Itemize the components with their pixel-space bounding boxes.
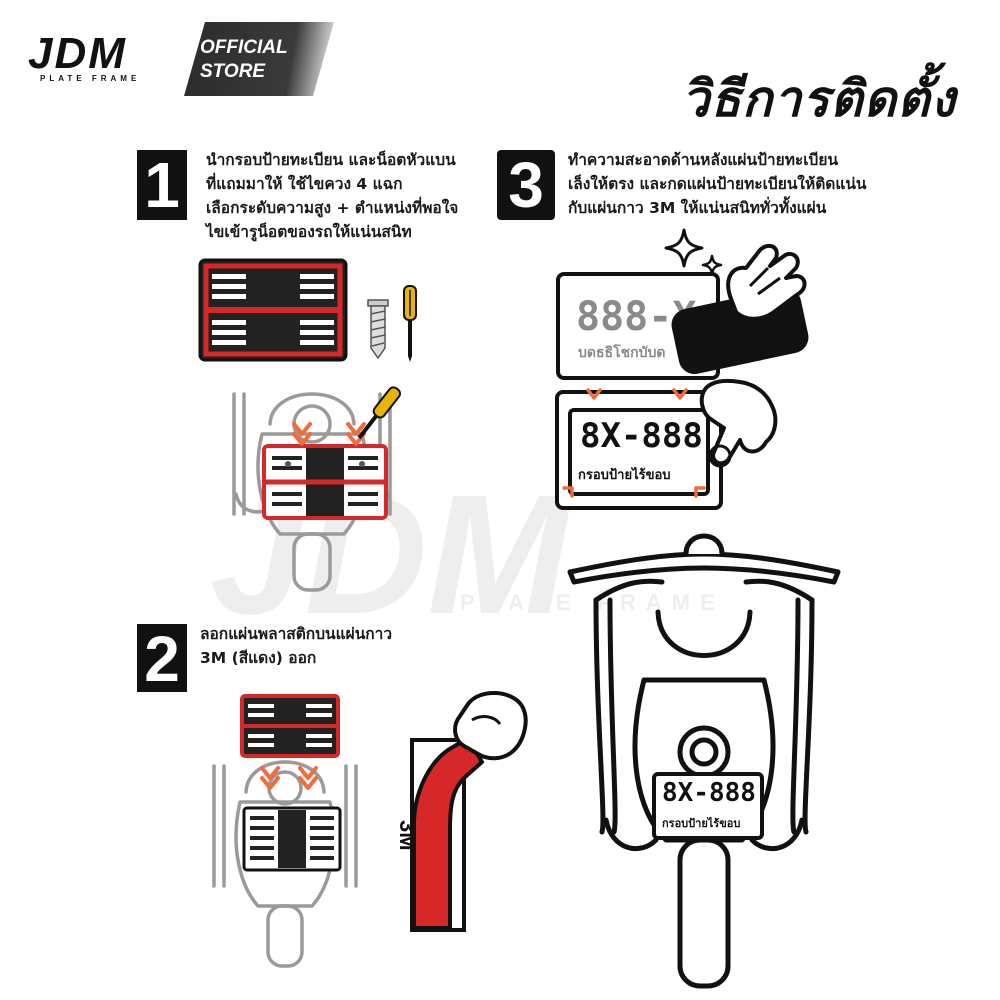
mounted-frame-step1-illustration: [262, 444, 388, 520]
step-2-instructions: ลอกแผ่นพลาสติกบนแผ่นกาว 3M (สีแดง) ออก: [200, 622, 392, 670]
page-title: วิธีการติดตั้ง: [681, 70, 956, 128]
step-1-line: ไขเข้ารูน็อตของรถให้แน่นสนิท: [206, 223, 412, 241]
step-1-line: ที่แถมมาให้ ใช้ไขควง 4 แฉก: [206, 175, 403, 193]
flat-head-screw-icon: [367, 299, 389, 360]
new-plate-illustration: 8X-888 กรอบป้ายไร้ขอบ: [568, 408, 710, 496]
tape-3m-label: 3M: [395, 820, 420, 851]
mounted-plate-illustration: 8X-888 กรอบป้ายไร้ขอบ: [652, 772, 764, 840]
step-3-line: เล็งให้ตรง และกดแผ่นป้ายทะเบียนให้ติดแน่…: [568, 175, 867, 193]
tape-peel-illustration: [410, 690, 528, 932]
step-3-instructions: ทำความสะอาดด้านหลังแผ่นป้ายทะเบียน เล็งใ…: [568, 148, 867, 220]
step-1-line: นำกรอบป้ายทะเบียน และน็อตหัวแบน: [206, 151, 456, 169]
mounted-frame-step2-illustration: [242, 806, 342, 872]
downward-arrows-icon: [260, 766, 318, 790]
plate-frame-illustration: [198, 258, 348, 362]
step-1-instructions: นำกรอบป้ายทะเบียน และน็อตหัวแบน ที่แถมมา…: [206, 148, 458, 244]
mounted-plate-subtext: กรอบป้ายไร้ขอบ: [662, 817, 741, 830]
new-plate-subtext: กรอบป้ายไร้ขอบ: [578, 468, 671, 483]
pressing-hand-icon: [699, 378, 778, 468]
screwdriver-in-use-icon: [357, 386, 402, 440]
step-1-number: 1: [137, 150, 187, 220]
screwdriver-icon: [403, 285, 417, 362]
official-store-label: OFFICIAL STORE: [200, 36, 288, 84]
red-frame-step2-illustration: [240, 694, 340, 758]
new-plate-number: 8X-888: [580, 416, 703, 456]
brand-logo: JDM: [28, 29, 127, 78]
official-store-badge: [184, 22, 334, 96]
scooter-rear-final-illustration: [567, 533, 841, 989]
step-3-line: กับแผ่นกาว 3M ให้แน่นสนิททั่วทั้งแผ่น: [568, 199, 827, 217]
store-label-line2: STORE: [200, 61, 266, 82]
step-2-number: 2: [137, 624, 187, 694]
step-3-line: ทำความสะอาดด้านหลังแผ่นป้ายทะเบียน: [568, 151, 839, 169]
step-1-line: เลือกระดับความสูง + ตำแหน่งที่พอใจ: [206, 199, 459, 217]
corner-arrows-icon: [562, 388, 706, 498]
step-2-line: ลอกแผ่นพลาสติกบนแผ่นกาว: [200, 625, 393, 643]
brand-logo-subtext: PLATE FRAME: [40, 74, 141, 83]
mounted-plate-number: 8X-888: [662, 778, 756, 808]
old-plate-subtext: บดธธิโชกบับด: [578, 345, 666, 361]
watermark-subtext: PLATE FRAME: [460, 590, 725, 615]
cleaning-hand-icon: [671, 243, 809, 375]
store-label-line1: OFFICIAL: [200, 37, 288, 58]
scooter-rear-step2-illustration: [212, 760, 358, 968]
step-2-line: 3M (สีแดง) ออก: [200, 649, 317, 667]
step-3-number: 3: [497, 150, 555, 220]
